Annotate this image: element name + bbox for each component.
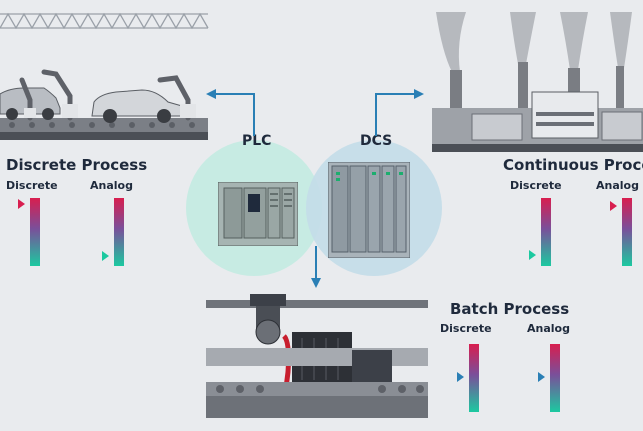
discrete-process-analog-marker xyxy=(102,251,109,261)
continuous-process-analog-marker xyxy=(610,201,617,211)
dcs-label: DCS xyxy=(360,133,393,149)
batch-process-discrete-marker xyxy=(457,372,464,382)
batch-process-col2: Analog xyxy=(527,322,570,335)
plc-label: PLC xyxy=(242,133,272,149)
discrete-process-col2: Analog xyxy=(90,179,133,192)
batch-process-title: Batch Process xyxy=(450,300,570,318)
discrete-process-discrete-bar xyxy=(30,198,40,266)
continuous-process-col2: Analog xyxy=(596,179,639,192)
continuous-process-col1: Discrete xyxy=(510,179,562,192)
truss-icon xyxy=(0,12,209,30)
dcs-hardware-illustration xyxy=(328,162,410,258)
discrete-process-col1: Discrete xyxy=(6,179,58,192)
discrete-process-title: Discrete Process xyxy=(6,156,148,174)
car-assembly-line-illustration xyxy=(0,69,208,140)
discrete-process-analog-bar xyxy=(114,198,124,266)
continuous-process-discrete-marker xyxy=(529,250,536,260)
continuous-process-discrete-bar xyxy=(541,198,551,266)
batch-machine-illustration xyxy=(206,294,428,418)
continuous-process-analog-bar xyxy=(622,198,632,266)
batch-process-analog-bar xyxy=(550,344,560,412)
continuous-process-title: Continuous Process xyxy=(503,156,643,174)
batch-process-analog-marker xyxy=(538,372,545,382)
plc-hardware-illustration xyxy=(218,182,298,246)
batch-process-col1: Discrete xyxy=(440,322,492,335)
discrete-process-discrete-marker xyxy=(18,199,25,209)
factory-illustration xyxy=(432,12,643,152)
batch-process-discrete-bar xyxy=(469,344,479,412)
